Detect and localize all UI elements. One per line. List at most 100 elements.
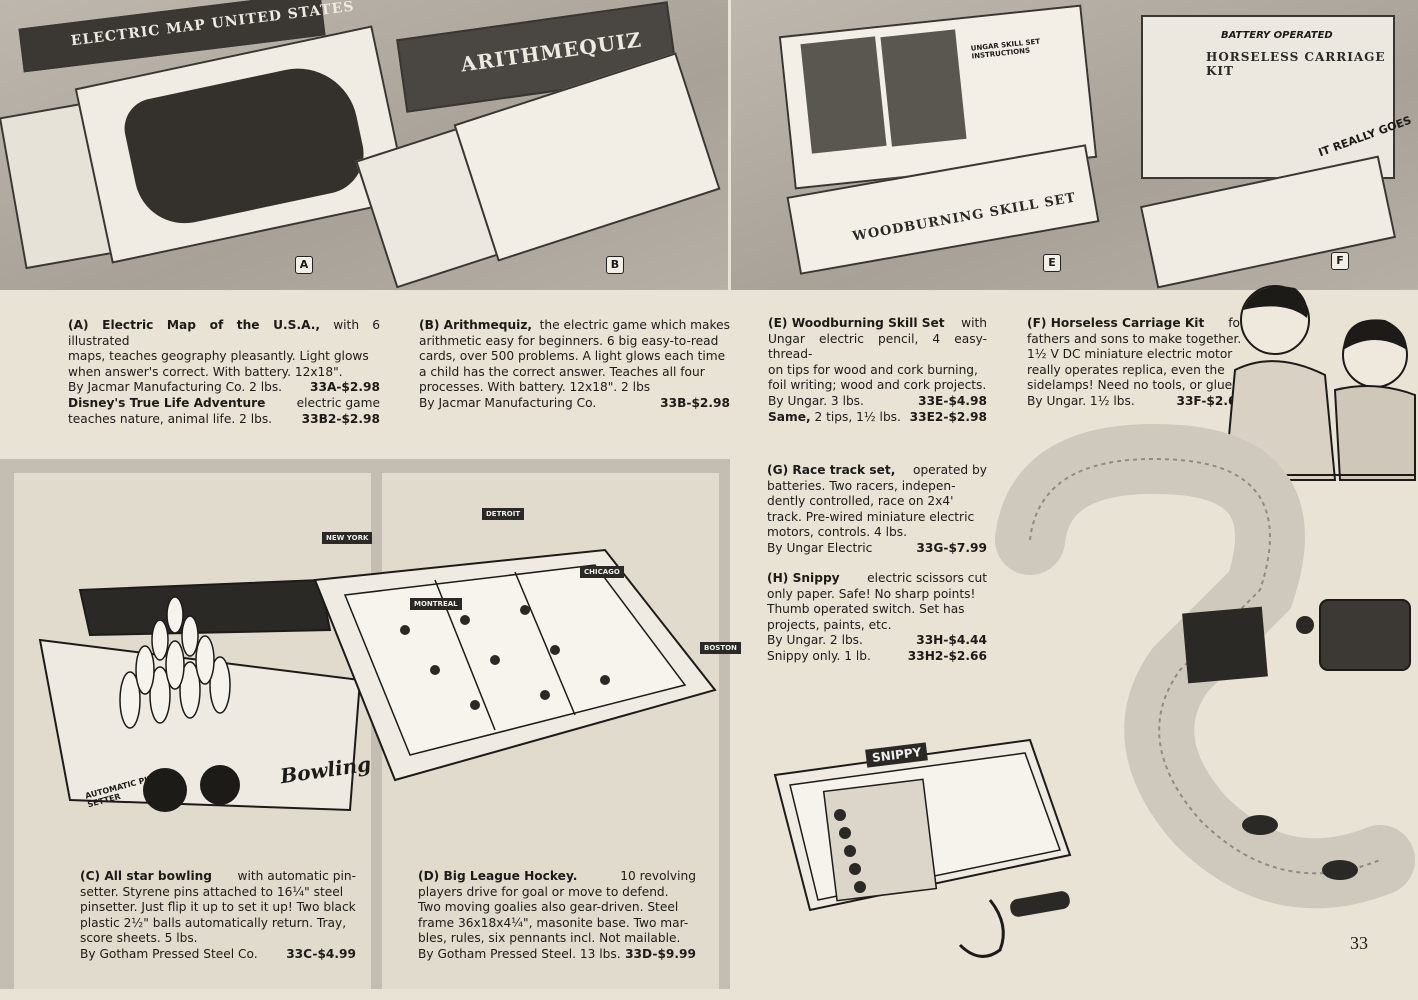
- item-f-title: (F) Horseless Carriage Kit: [1027, 316, 1205, 330]
- photo-woodburning-carriage: UNGAR SKILL SET INSTRUCTIONS WOODBURNING…: [731, 0, 1418, 290]
- hockey-game-illustration: [313, 548, 717, 782]
- item-d-line-4: frame 36x18x4¼", masonite base. Two mar-: [418, 915, 689, 930]
- panel-border-right: [719, 473, 730, 989]
- item-h-line-5: By Ungar. 2 lbs.: [767, 633, 863, 648]
- item-f-line-6: By Ungar. 1½ lbs.: [1027, 393, 1135, 408]
- item-a-title: (A) Electric Map of the U.S.A.,: [68, 318, 320, 332]
- label-a: A: [295, 256, 313, 274]
- boys-illustration: [1215, 285, 1416, 481]
- panel-border-left: [0, 459, 730, 473]
- item-a-line-2: maps, teaches geography pleasantly. Ligh…: [68, 349, 369, 364]
- item-e-same-price: 33E2-$2.98: [909, 409, 987, 424]
- item-b-line-6: By Jacmar Manufacturing Co.: [419, 395, 597, 410]
- item-f-line-2: fathers and sons to make together.: [1027, 331, 1242, 346]
- item-b-line-2: arithmetic easy for beginners. 6 big eas…: [419, 333, 719, 348]
- item-g-title: (G) Race track set,: [767, 463, 896, 477]
- pennant-detroit: DETROIT: [482, 508, 525, 520]
- item-b-line-4: a child has the correct answer. Teaches …: [419, 364, 705, 379]
- item-b-line-1: the electric game which makes: [539, 318, 730, 332]
- item-c-line-3: pinsetter. Just flip it up to set it up!…: [80, 900, 356, 915]
- item-d-line-2: players drive for goal or move to defend…: [418, 884, 669, 899]
- item-h-line-3: Thumb operated switch. Set has: [767, 602, 965, 617]
- bowling-game-illustration: [38, 578, 362, 812]
- label-b: B: [606, 256, 624, 274]
- item-h-title: (H) Snippy: [767, 571, 840, 585]
- item-h-line-2: only paper. Safe! No sharp points!: [767, 586, 976, 601]
- item-c-line-1: with automatic pin-: [237, 869, 356, 883]
- item-f-price: 33F-$2.66: [1176, 393, 1245, 408]
- item-g-line-4: track. Pre-wired miniature electric: [767, 509, 975, 524]
- item-c-line-5: score sheets. 5 lbs.: [80, 931, 198, 946]
- panel-border-outer-left: [0, 473, 14, 989]
- item-c-price: 33C-$4.99: [286, 946, 356, 961]
- item-d-line-6: By Gotham Pressed Steel. 13 lbs.: [418, 946, 621, 961]
- woodburning-panel-1: [800, 36, 887, 154]
- item-d-line-5: bles, rules, six pennants incl. Not mail…: [418, 931, 681, 946]
- carriage-box-subtitle: BATTERY OPERATED: [1221, 30, 1333, 41]
- item-a-sub-price: 33B2-$2.98: [301, 411, 380, 426]
- item-h-description: (H) Snippy electric scissors cut only pap…: [767, 571, 987, 665]
- pennant-chicago: CHICAGO: [580, 566, 624, 578]
- item-b-price: 33B-$2.98: [660, 395, 730, 410]
- item-a-line-3: when answer's correct. With battery. 12x…: [68, 364, 343, 379]
- item-c-line-4: plastic 2½" balls automatically return. …: [80, 915, 347, 930]
- item-a-price: 33A-$2.98: [309, 380, 380, 395]
- pennant-new-york: NEW YORK: [322, 532, 373, 544]
- item-e-same-title: Same,: [768, 409, 811, 424]
- item-g-line-3: dently controlled, race on 2x4': [767, 494, 954, 509]
- item-b-description: (B) Arithmequiz, the electric game which …: [419, 318, 730, 412]
- item-d-price: 33D-$9.99: [625, 946, 696, 961]
- item-f-line-5: sidelamps! Need no tools, or glue.: [1027, 378, 1237, 393]
- pennant-montreal: MONTREAL: [410, 598, 462, 610]
- item-a-description: (A) Electric Map of the U.S.A., with 6 i…: [68, 318, 380, 427]
- item-c-line-6: By Gotham Pressed Steel Co.: [80, 946, 258, 961]
- item-d-description: (D) Big League Hockey. 10 revolving playe…: [418, 869, 696, 963]
- item-e-line-2: Ungar electric pencil, 4 easy-thread-: [768, 331, 987, 362]
- item-e-description: (E) Woodburning Skill Set with Ungar elec…: [768, 316, 987, 425]
- item-h-only-price: 33H2-$2.66: [907, 648, 987, 663]
- item-h-line-1: electric scissors cut: [867, 571, 987, 585]
- item-d-line-3: Two moving goalies also gear-driven. Ste…: [418, 900, 679, 915]
- label-f: F: [1331, 252, 1349, 270]
- item-g-line-6: By Ungar Electric: [767, 540, 873, 555]
- item-g-line-1: operated by: [912, 463, 987, 477]
- item-b-line-3: cards, over 500 problems. A light glows …: [419, 349, 726, 364]
- item-e-line-5: By Ungar. 3 lbs.: [768, 393, 864, 408]
- item-a-sub-line-2: teaches nature, animal life. 2 lbs.: [68, 411, 273, 426]
- item-c-line-2: setter. Styrene pins attached to 16¼" st…: [80, 884, 344, 899]
- item-h-price: 33H-$4.44: [916, 633, 987, 648]
- page-number: 33: [1350, 933, 1368, 953]
- woodburning-panel-2: [880, 29, 967, 147]
- item-g-price: 33G-$7.99: [916, 540, 987, 555]
- item-a-line-1-rest: with 6 illustrated: [68, 318, 381, 348]
- item-d-line-1: 10 revolving: [620, 869, 696, 883]
- race-track-illustration: [995, 424, 1415, 909]
- item-g-line-5: motors, controls. 4 lbs.: [767, 525, 907, 540]
- item-a-sub-line-1: electric game: [296, 395, 380, 410]
- item-h-only-text: Snippy only. 1 lb.: [767, 648, 871, 663]
- carriage-box-title: HORSELESS CARRIAGE KIT: [1206, 50, 1386, 78]
- label-e: E: [1043, 254, 1061, 272]
- item-e-line-3: on tips for wood and cork burning,: [768, 362, 978, 377]
- item-e-price: 33E-$4.98: [918, 393, 987, 408]
- pennant-boston: BOSTON: [700, 642, 741, 654]
- item-g-line-2: batteries. Two racers, indepen-: [767, 478, 956, 493]
- item-e-line-1: with: [961, 316, 987, 330]
- item-g-description: (G) Race track set, operated by batteries…: [767, 463, 987, 557]
- item-f-line-4: really operates replica, even the: [1027, 362, 1225, 377]
- item-e-title: (E) Woodburning Skill Set: [768, 316, 945, 330]
- item-b-line-5: processes. With battery. 12x18". 2 lbs: [419, 380, 651, 395]
- item-f-line-3: 1½ V DC miniature electric motor: [1027, 347, 1233, 362]
- item-a-sub-title: Disney's True Life Adventure: [68, 395, 266, 410]
- item-c-title: (C) All star bowling: [80, 869, 213, 883]
- item-b-title: (B) Arithmequiz,: [419, 318, 533, 332]
- item-d-title: (D) Big League Hockey.: [418, 869, 578, 883]
- item-h-line-4: projects, paints, etc.: [767, 617, 892, 632]
- item-e-same-text: 2 tips, 1½ lbs.: [814, 409, 901, 424]
- carriage-box: [1141, 15, 1395, 179]
- snippy-set-illustration: [773, 738, 1072, 958]
- item-a-line-4: By Jacmar Manufacturing Co. 2 lbs.: [68, 380, 283, 395]
- item-e-line-4: foil writing; wood and cork projects.: [768, 378, 987, 393]
